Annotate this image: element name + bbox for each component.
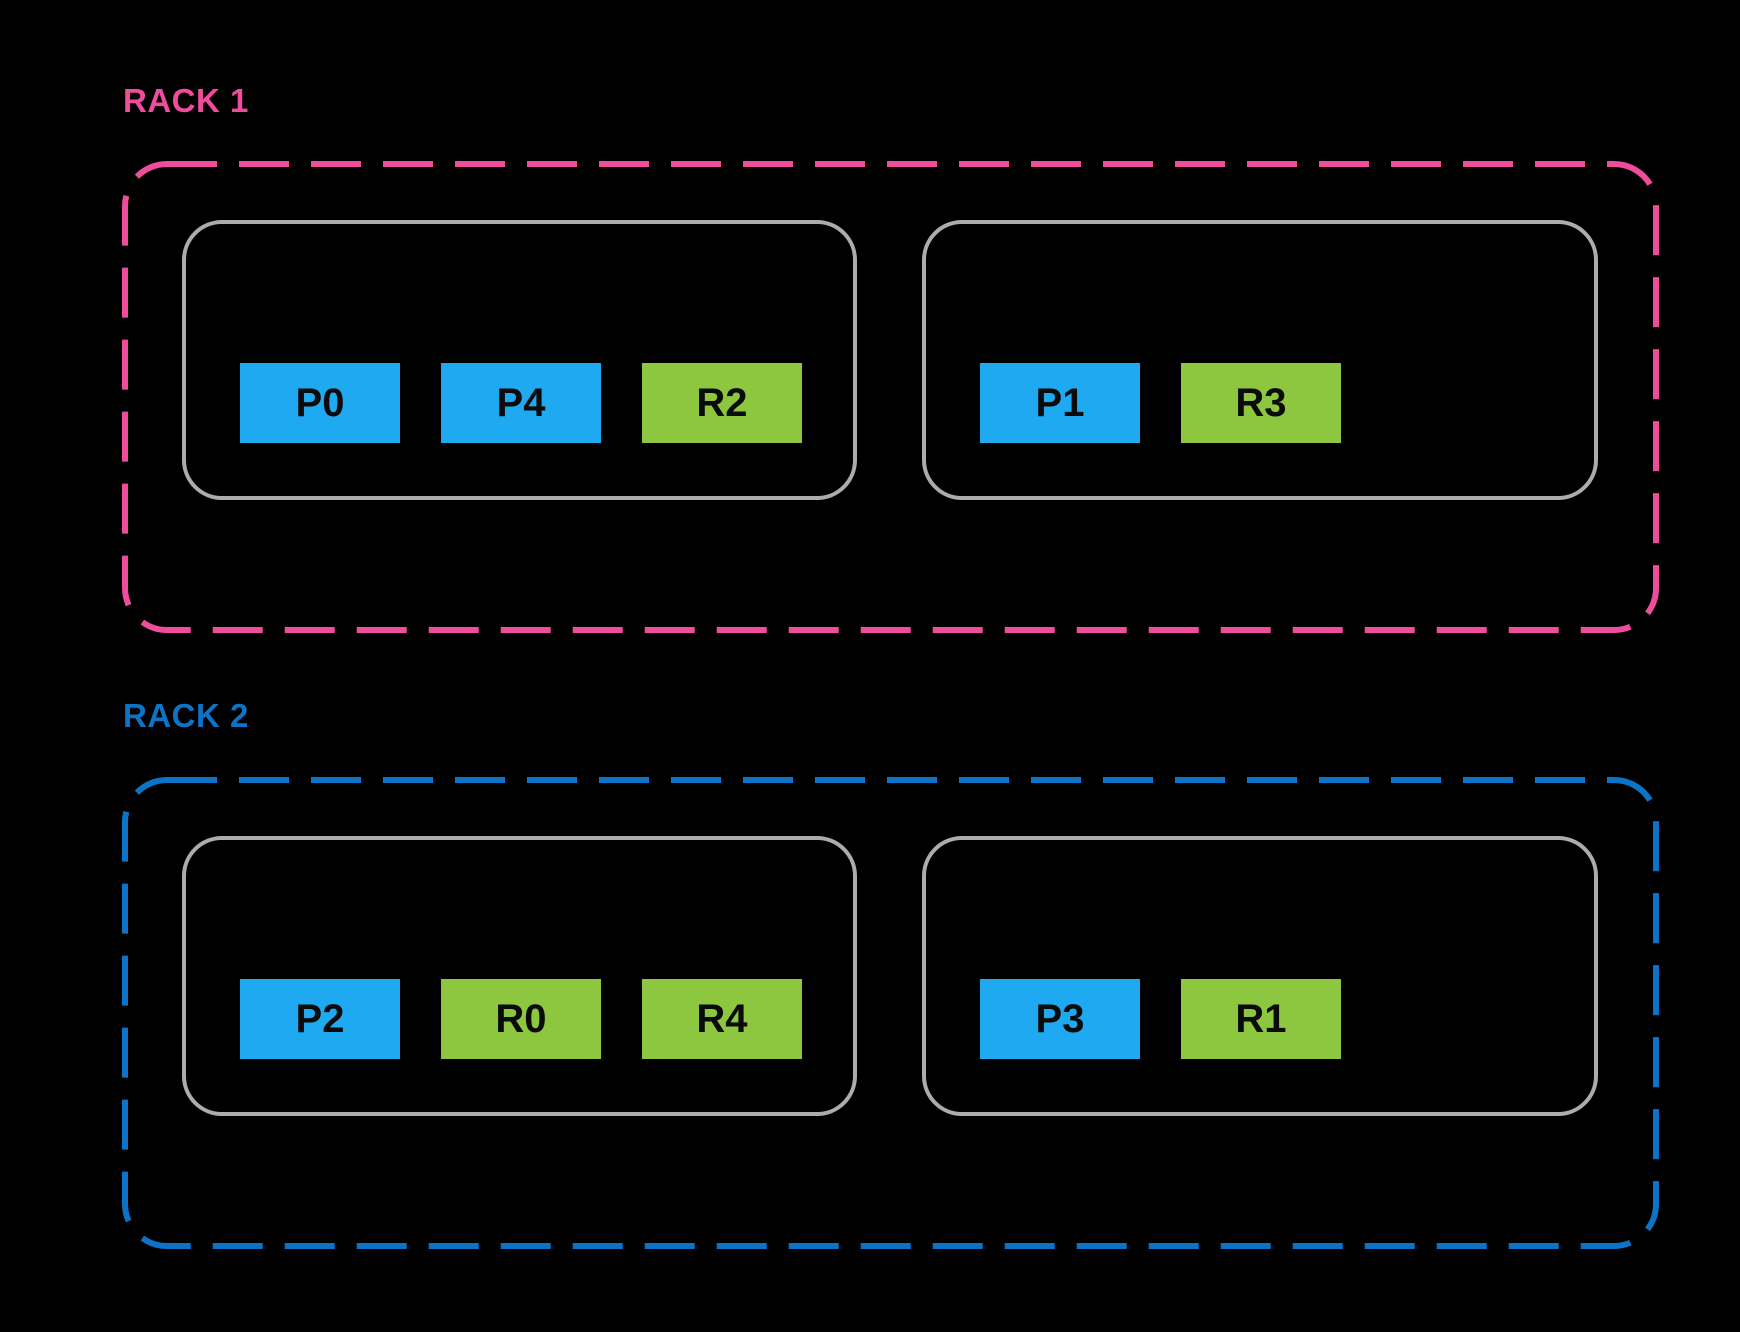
rack1-container: P0 P4 R2 P1 R3 <box>122 161 1659 633</box>
shard-box-p3: P3 <box>980 979 1140 1059</box>
shard-box-r0: R0 <box>441 979 601 1059</box>
shard-box-p0: P0 <box>240 363 400 443</box>
rack2-node1-shards: P2 R0 R4 <box>240 979 802 1059</box>
rack1-label: RACK 1 <box>123 82 249 119</box>
rack2-label: RACK 2 <box>123 697 249 734</box>
rack1-node2-shards: P1 R3 <box>980 363 1341 443</box>
rack1-node2: P1 R3 <box>922 220 1598 500</box>
rack1-dashed-border <box>122 161 1659 633</box>
rack2-node2: P3 R1 <box>922 836 1598 1116</box>
shard-box-p2: P2 <box>240 979 400 1059</box>
shard-box-r3: R3 <box>1181 363 1341 443</box>
rack2-dashed-border <box>122 777 1659 1249</box>
shard-box-r4: R4 <box>642 979 802 1059</box>
rack1-node1-shards: P0 P4 R2 <box>240 363 802 443</box>
rack2-node2-shards: P3 R1 <box>980 979 1341 1059</box>
shard-box-r1: R1 <box>1181 979 1341 1059</box>
shard-box-p1: P1 <box>980 363 1140 443</box>
rack2-container: P2 R0 R4 P3 R1 <box>122 777 1659 1249</box>
shard-box-p4: P4 <box>441 363 601 443</box>
rack2-node1: P2 R0 R4 <box>182 836 857 1116</box>
rack1-node1: P0 P4 R2 <box>182 220 857 500</box>
shard-box-r2: R2 <box>642 363 802 443</box>
